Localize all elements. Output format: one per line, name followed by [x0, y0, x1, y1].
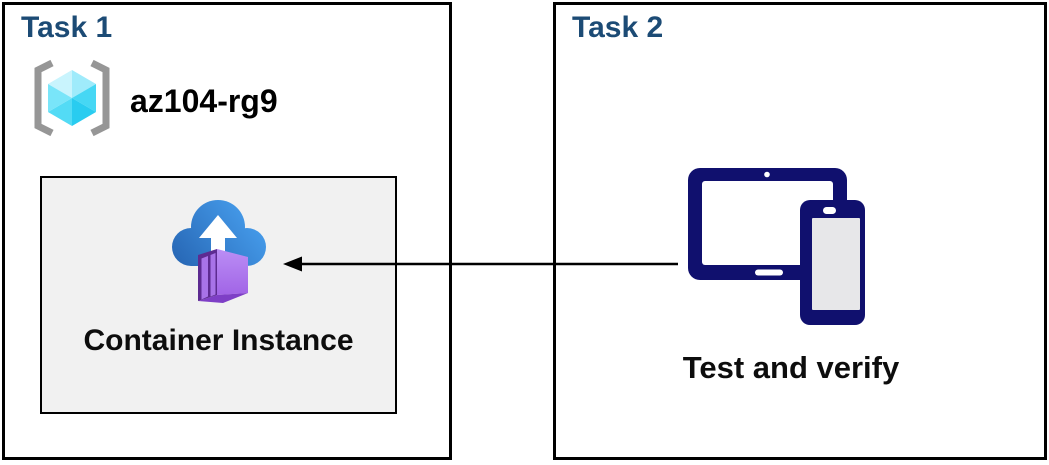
- container-cube: [198, 249, 248, 303]
- phone-speaker: [823, 207, 836, 214]
- bracket-right: [90, 59, 110, 137]
- task1-title: Task 1: [21, 11, 113, 44]
- phone-glyph: [800, 200, 865, 325]
- container-instance-box: Container Instance: [40, 176, 397, 414]
- bracket-left: [34, 59, 54, 137]
- container-instance-label: Container Instance: [83, 324, 354, 357]
- devices-label: Test and verify: [682, 350, 900, 385]
- task2-title: Task 2: [572, 11, 664, 44]
- cube-glyph: [48, 70, 96, 126]
- resource-group-name: az104-rg9: [130, 83, 278, 119]
- task2-panel: Task 2 Test and verify: [553, 2, 1047, 460]
- container-instances-icon: [172, 200, 266, 303]
- devices-icon: [688, 168, 865, 325]
- tablet-home-button: [755, 269, 783, 276]
- phone-screen: [812, 218, 860, 310]
- tablet-camera-dot: [764, 171, 770, 178]
- resource-group-icon: [34, 59, 110, 137]
- task1-panel: Task 1 az104-rg9: [2, 2, 452, 460]
